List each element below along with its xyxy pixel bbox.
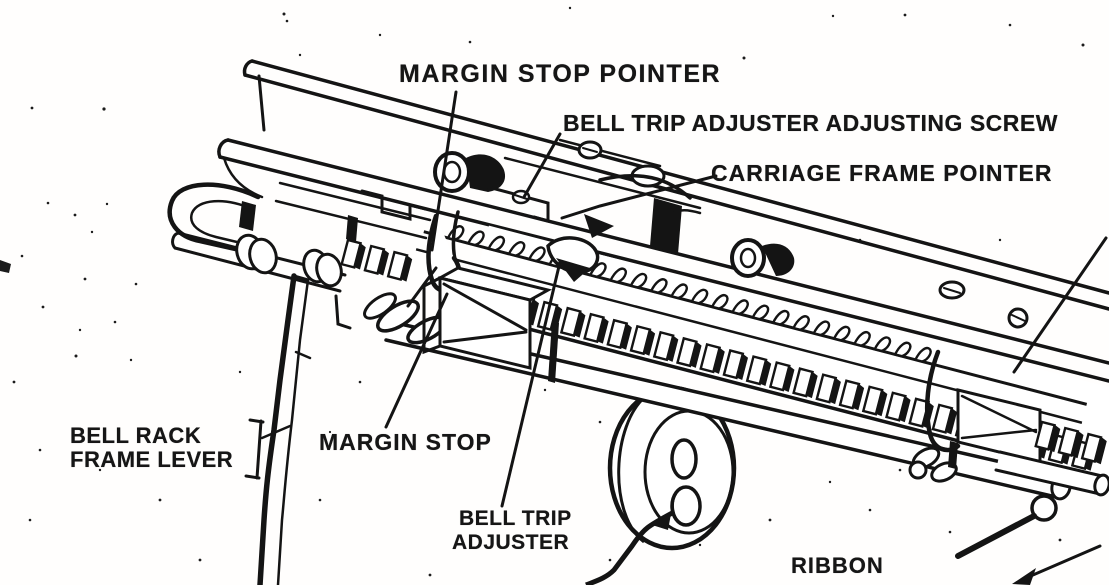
ribbon-arrow-line [1024,544,1102,580]
edge-ink-blot [0,260,11,273]
margin-stop-body [438,276,532,370]
label-bell-rack-frame-lever: BELL RACK FRAME LEVER [70,423,234,473]
label-bell-rack-frame-lever-line1: BELL RACK [70,423,202,448]
bell-rack-frame-lever [257,273,352,585]
label-carriage-frame-pointer: CARRIAGE FRAME POINTER [711,160,1053,186]
leader-adjusting-screw [522,132,562,199]
left-end-cluster [167,181,432,293]
right-margin-stop-clamp [924,349,961,453]
arrowhead [1012,568,1036,585]
spool-upper-hole [670,438,698,480]
leader-lines [384,90,718,508]
label-bracket [244,418,292,480]
ribbon-spool [585,385,737,585]
leader-from-offscreen [1012,236,1108,374]
label-ribbon: RIBBON [791,553,884,578]
leader-bell-trip-adjuster [500,260,562,508]
leader-carriage-frame-pointer [560,174,718,220]
label-bell-rack-frame-lever-line2: FRAME LEVER [70,447,234,473]
label-margin-stop-pointer: MARGIN STOP POINTER [399,60,722,88]
carriage-frame-pointer-tip [584,214,614,238]
top-rail [242,59,1109,311]
right-side-hardware [730,238,1109,497]
label-bell-trip-adjuster-line1: BELL TRIP [459,507,572,530]
label-margin-stop: MARGIN STOP [319,429,492,455]
ribbon-wire-lever [585,509,676,585]
label-bell-trip-adjuster-adjusting-screw: BELL TRIP ADJUSTER ADJUSTING SCREW [563,110,1058,136]
label-bell-trip-adjuster-line2: ADJUSTER [452,531,570,554]
scan-speckles [0,6,1102,577]
rack-left-segment [340,238,415,283]
right-edge-extras [955,236,1108,585]
margin-stop-assembly [363,210,559,383]
leader-margin-stop [384,292,449,429]
leader-margin-stop-pointer [430,90,458,252]
